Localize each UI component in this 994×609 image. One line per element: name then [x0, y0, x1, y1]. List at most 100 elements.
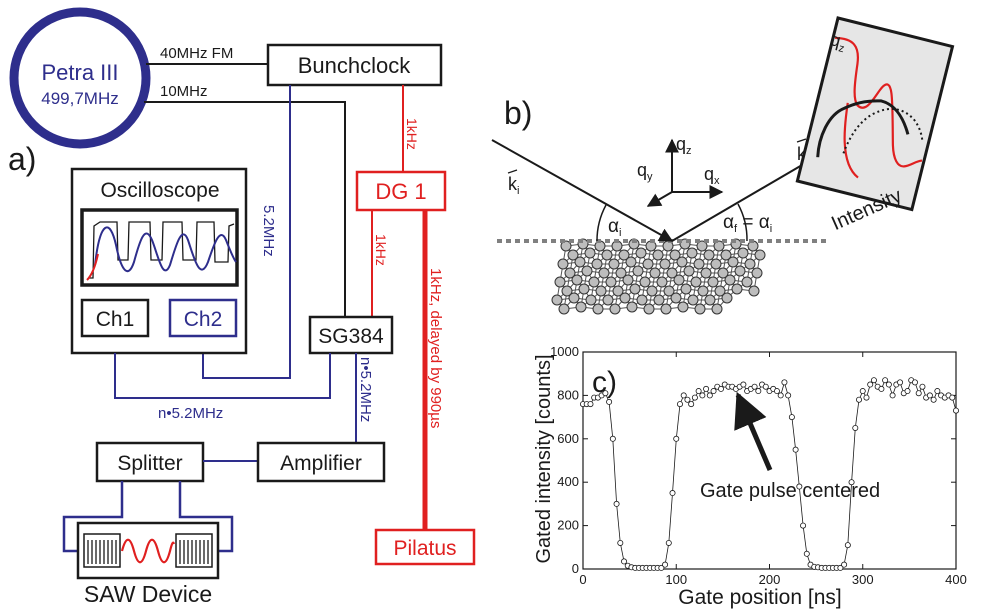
lattice-atom [588, 276, 600, 288]
line-split-saw-l [62, 481, 124, 553]
label-delayed: 1kHz, delayed by 990µs [427, 268, 444, 428]
lattice-atom [598, 267, 610, 279]
data-point [617, 539, 624, 546]
lattice-atom [554, 276, 566, 288]
data-point [897, 379, 904, 386]
lattice-atom [639, 276, 651, 288]
ch2-box [168, 298, 238, 338]
lattice-atom [649, 267, 661, 279]
x-tick-label: 200 [759, 572, 781, 587]
y-tick-label: 200 [557, 518, 579, 533]
panel-b-label: b) [504, 95, 532, 131]
data-point [926, 392, 933, 399]
lattice-atom [686, 247, 698, 259]
x-axis-title: Gate position [ns] [678, 586, 841, 609]
lattice-atom [608, 258, 620, 270]
lattice-atom [591, 258, 603, 270]
lattice-atom [592, 303, 604, 315]
lattice-atom [561, 285, 573, 297]
detector-dotted-curve [842, 107, 924, 154]
data-point [688, 401, 695, 408]
data-point [710, 388, 717, 395]
arc-alpha-i [596, 204, 607, 242]
data-point [885, 381, 892, 388]
data-point [930, 396, 937, 403]
data-point [878, 385, 885, 392]
kf-vector-bar [796, 138, 807, 143]
lattice-atom [605, 276, 617, 288]
data-point [691, 394, 698, 401]
lattice-atom [609, 303, 621, 315]
lattice-atom [643, 303, 655, 315]
data-point [949, 394, 956, 401]
data-point [676, 401, 683, 408]
line-10mhz [144, 101, 346, 317]
lattice-atom [584, 247, 596, 259]
lattice-atom [669, 249, 681, 261]
label-1khz-b: 1kHz [373, 234, 389, 266]
data-point [662, 561, 669, 568]
annotation-arrow [734, 391, 773, 471]
lattice-atom [714, 285, 726, 297]
panel-b: b) qz qy qx ki kf αi αf = αi qz Inte [491, 16, 955, 315]
data-point [755, 388, 762, 395]
data-point [867, 381, 874, 388]
lattice-atom [731, 283, 743, 295]
lattice-atom [622, 274, 634, 286]
data-point [889, 392, 896, 399]
lattice-atom [595, 285, 607, 297]
detector-panel: qz Intensity [795, 16, 955, 235]
dg1-label: DG 1 [375, 179, 426, 204]
lattice-atom [652, 249, 664, 261]
x-tick-label: 400 [945, 572, 967, 587]
lattice-atom [680, 283, 692, 295]
data-point [800, 522, 807, 529]
panel-a: Petra III 499,7MHz 40MHz FM 10MHz Bunchc… [8, 7, 476, 607]
lattice-atom [751, 267, 763, 279]
ch1-box [80, 298, 150, 338]
lattice-atom [673, 274, 685, 286]
data-point [915, 390, 922, 397]
saw-device-label: SAW Device [84, 581, 212, 607]
data-point [680, 392, 687, 399]
y-tick-label: 800 [557, 387, 579, 402]
lattice-atom [626, 301, 638, 313]
y-tick-label: 1000 [550, 344, 579, 359]
lattice-atom [646, 285, 658, 297]
ch2-label: Ch2 [184, 308, 223, 331]
surface-lattice [551, 238, 766, 315]
lattice-atom [703, 249, 715, 261]
label-n52-h: n•5.2MHz [158, 405, 223, 422]
data-point [699, 392, 706, 399]
lattice-atom [687, 294, 699, 306]
data-point [911, 379, 918, 386]
scope-trace-blue [94, 226, 237, 273]
qx-label: qx [704, 164, 720, 187]
data-point [587, 401, 594, 408]
lattice-atom [612, 285, 624, 297]
data-point [658, 564, 665, 571]
incident-beam [491, 139, 674, 242]
data-point [781, 379, 788, 386]
data-point [785, 392, 792, 399]
y-tick-label: 400 [557, 474, 579, 489]
lattice-atom [744, 258, 756, 270]
data-point [695, 388, 702, 395]
data-point [792, 446, 799, 453]
pilatus-box [374, 528, 476, 566]
lattice-atom [700, 267, 712, 279]
lattice-atom [568, 292, 580, 304]
line-split-saw-r [178, 481, 234, 553]
amplifier-label: Amplifier [280, 452, 362, 475]
lattice-atom [602, 294, 614, 306]
lattice-atom [636, 294, 648, 306]
lattice-atom [694, 303, 706, 315]
lattice-atom [670, 292, 682, 304]
data-point [953, 407, 960, 414]
lattice-atom [635, 247, 647, 259]
annotation-text: Gate pulse centered [700, 480, 880, 502]
data-point [773, 388, 780, 395]
petra-freq: 499,7MHz [41, 89, 118, 108]
